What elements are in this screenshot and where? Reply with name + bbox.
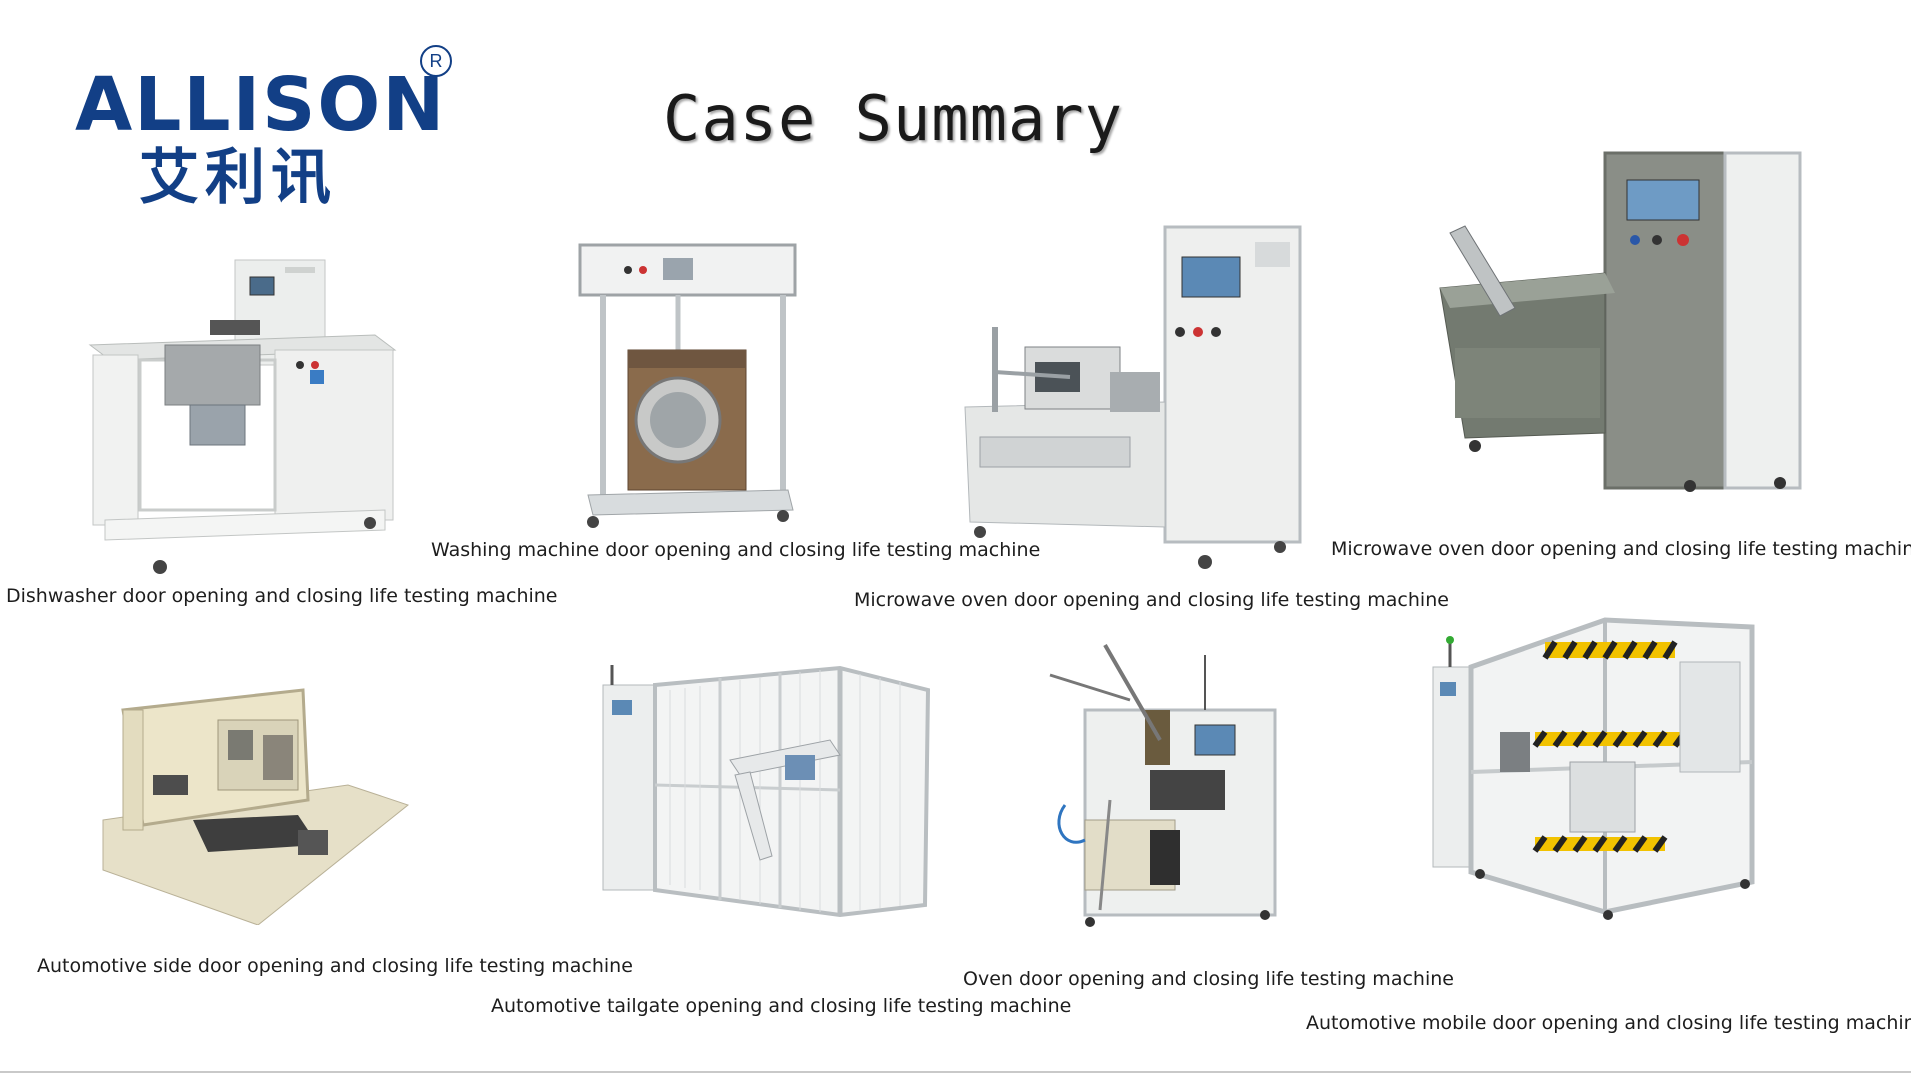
side-door-tester-photo — [98, 680, 410, 925]
microwave-tester-large-photo — [1435, 148, 1803, 493]
caption-dishwasher: Dishwasher door opening and closing life… — [6, 585, 558, 607]
microwave-tester-photo — [960, 222, 1305, 577]
logo-wordmark: ALLISON — [75, 62, 447, 148]
caption-tailgate: Automotive tailgate opening and closing … — [491, 995, 1072, 1017]
washing-machine-tester-photo — [578, 240, 798, 530]
caption-oven: Oven door opening and closing life testi… — [963, 968, 1454, 990]
logo-chinese-wordmark: 艾利讯 — [139, 143, 337, 213]
caption-washing-machine: Washing machine door opening and closing… — [431, 539, 1041, 561]
page-title: Case Summary — [663, 82, 1123, 155]
mobile-door-tester-photo — [1430, 612, 1755, 924]
oven-tester-photo — [1045, 640, 1280, 935]
caption-mobile-door: Automotive mobile door opening and closi… — [1306, 1012, 1911, 1034]
caption-microwave-2: Microwave oven door opening and closing … — [1331, 538, 1911, 560]
registered-trademark-icon: R — [420, 45, 452, 77]
brand-logo: ALLISON 艾利讯 R — [75, 40, 465, 210]
tailgate-tester-photo — [600, 660, 930, 920]
caption-microwave-1: Microwave oven door opening and closing … — [854, 589, 1449, 611]
bottom-divider — [0, 1071, 1911, 1073]
dishwasher-tester-photo — [85, 255, 405, 580]
caption-side-door: Automotive side door opening and closing… — [37, 955, 633, 977]
